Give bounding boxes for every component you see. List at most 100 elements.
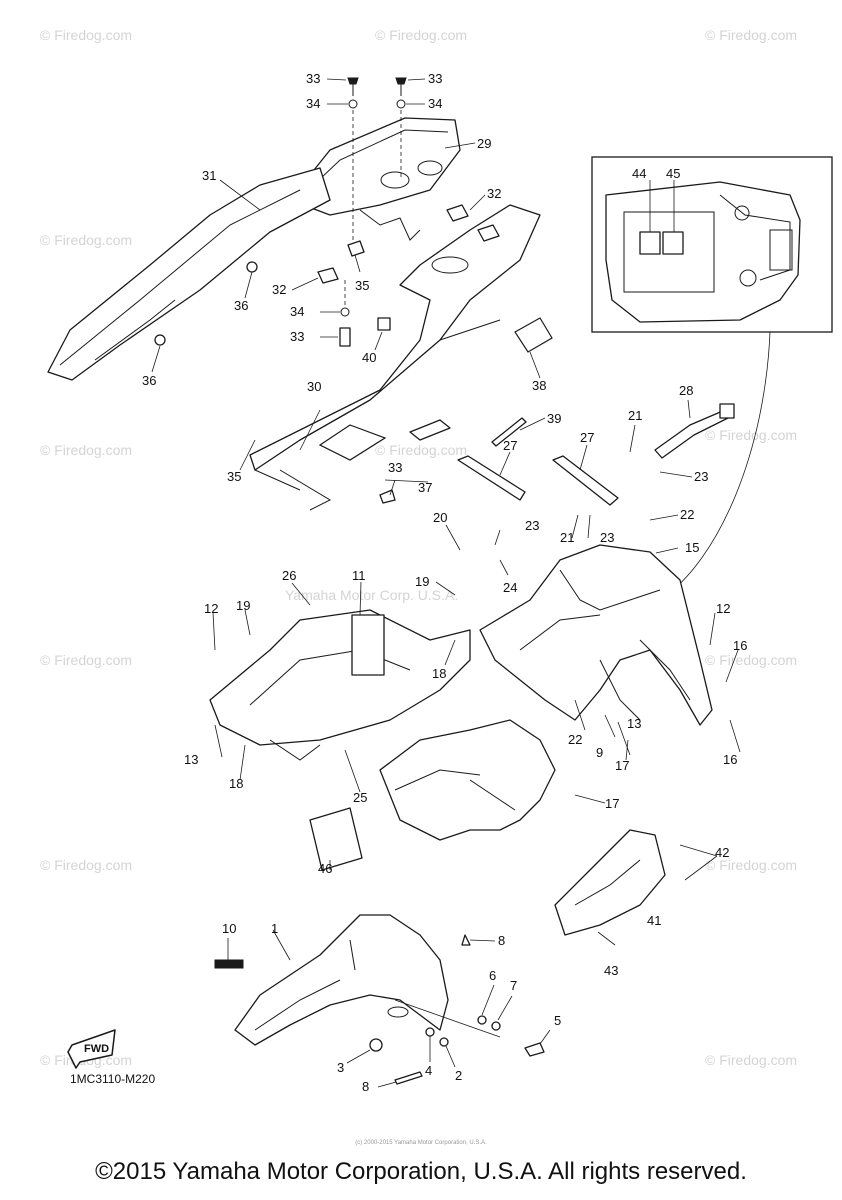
- callout-23: 23: [694, 469, 708, 484]
- callout-13: 13: [627, 716, 641, 731]
- callout-22: 22: [568, 732, 582, 747]
- callout-30: 30: [307, 379, 321, 394]
- callout-39: 39: [547, 411, 561, 426]
- watermark: © Firedog.com: [40, 442, 132, 458]
- callout-23: 23: [525, 518, 539, 533]
- callout-21: 21: [628, 408, 642, 423]
- callout-3: 3: [337, 1060, 344, 1075]
- callout-6: 6: [489, 968, 496, 983]
- watermark: © Firedog.com: [705, 27, 797, 43]
- watermark: © Firedog.com: [375, 442, 467, 458]
- part-46: [309, 807, 363, 871]
- callout-44: 44: [632, 166, 646, 181]
- callout-12: 12: [204, 601, 218, 616]
- callout-23: 23: [600, 530, 614, 545]
- watermark: © Firedog.com: [40, 857, 132, 873]
- part-41: [554, 829, 666, 936]
- callout-29: 29: [477, 136, 491, 151]
- callout-24: 24: [503, 580, 517, 595]
- part-38: [514, 317, 553, 353]
- part-31: [47, 167, 331, 381]
- callout-labels: 33 34 33 34 29 31 32 32 35 36 34 33 40 3…: [142, 71, 747, 1094]
- lower-fender: [379, 719, 556, 841]
- callout-43: 43: [604, 963, 618, 978]
- watermark: © Firedog.com: [705, 1052, 797, 1068]
- callout-45: 45: [666, 166, 680, 181]
- part-36: [154, 261, 258, 346]
- callout-14: 15: [685, 540, 699, 555]
- part-39: [491, 417, 527, 447]
- part-37: [318, 424, 387, 461]
- callout-18: 18: [229, 776, 243, 791]
- callout-22: 22: [680, 507, 694, 522]
- callout-33: 33: [306, 71, 320, 86]
- watermark: © Firedog.com: [705, 652, 797, 668]
- callout-12: 12: [716, 601, 730, 616]
- watermark: © Firedog.com: [705, 427, 797, 443]
- callout-31: 31: [202, 168, 216, 183]
- part-29: [289, 117, 461, 241]
- part-27: [457, 455, 619, 506]
- fwd-label: FWD: [84, 1043, 109, 1055]
- callout-16: 16: [723, 752, 737, 767]
- watermark: © Firedog.com: [40, 652, 132, 668]
- callout-13: 13: [184, 752, 198, 767]
- callout-46: 46: [318, 861, 332, 876]
- callout-4: 4: [425, 1063, 432, 1078]
- callout-34: 34: [428, 96, 442, 111]
- callout-2: 2: [455, 1068, 462, 1083]
- callout-15: 16: [733, 638, 747, 653]
- fasteners-top: [339, 77, 407, 504]
- diagram-code: 1MC3110-M220: [70, 1072, 156, 1086]
- callout-5: 5: [554, 1013, 561, 1028]
- callout-42: 42: [715, 845, 729, 860]
- callout-36: 36: [234, 298, 248, 313]
- callout-33: 33: [388, 460, 402, 475]
- callout-28: 28: [679, 383, 693, 398]
- callout-35: 35: [227, 469, 241, 484]
- callout-18: 18: [432, 666, 446, 681]
- copyright-notice: ©2015 Yamaha Motor Corporation, U.S.A. A…: [95, 1158, 747, 1185]
- callout-36: 36: [142, 373, 156, 388]
- callout-32: 32: [487, 186, 501, 201]
- front-hardware: [214, 934, 545, 1085]
- callout-33: 33: [290, 329, 304, 344]
- fine-print: (c) 2000-2015 Yamaha Motor Corporation, …: [355, 1140, 487, 1146]
- callout-41: 41: [647, 913, 661, 928]
- callout-34: 34: [306, 96, 320, 111]
- callout-21: 21: [560, 530, 574, 545]
- callout-38: 38: [532, 378, 546, 393]
- watermark: © Firedog.com: [40, 232, 132, 248]
- part-27-strap: [409, 419, 451, 441]
- watermark: © Firedog.com: [40, 27, 132, 43]
- callout-17: 17: [615, 758, 629, 773]
- callout-35: 35: [355, 278, 369, 293]
- callout-26: 26: [282, 568, 296, 583]
- callout-27: 27: [580, 430, 594, 445]
- watermark: © Firedog.com: [705, 857, 797, 873]
- callout-10: 9: [596, 745, 603, 760]
- leader-lines: [151, 78, 741, 1088]
- part-32: [317, 204, 500, 284]
- callout-19: 19: [236, 598, 250, 613]
- callout-32: 32: [272, 282, 286, 297]
- detail-inset: [591, 156, 833, 601]
- fwd-arrow: FWD: [67, 1029, 116, 1069]
- callout-34: 34: [290, 304, 304, 319]
- watermark-tag: Yamaha Motor Corp. U.S.A.: [285, 587, 458, 603]
- callout-9: 10: [222, 921, 236, 936]
- callout-8: 8: [362, 1079, 369, 1094]
- callout-1: 1: [271, 921, 278, 936]
- part-28: [654, 403, 735, 459]
- part-10: [479, 544, 713, 726]
- callout-7: 7: [510, 978, 517, 993]
- callout-17: 17: [605, 796, 619, 811]
- callout-40: 40: [362, 350, 376, 365]
- callout-33: 33: [428, 71, 442, 86]
- callout-25: 25: [353, 790, 367, 805]
- part-11: [209, 609, 471, 761]
- callout-20: 20: [433, 510, 447, 525]
- callout-19: 19: [415, 574, 429, 589]
- watermark: © Firedog.com: [375, 27, 467, 43]
